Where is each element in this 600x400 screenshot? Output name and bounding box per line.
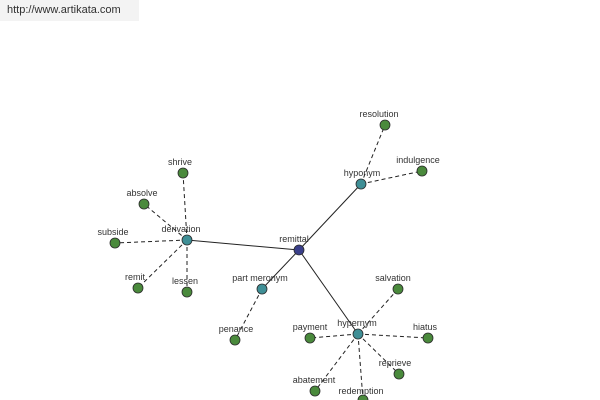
node-word-shrive[interactable] <box>177 167 189 179</box>
label-word-shrive: shrive <box>168 157 192 167</box>
label-relation-hypernym: hypernym <box>337 318 377 328</box>
node-relation-hyponym[interactable] <box>355 178 367 190</box>
node-word-subside[interactable] <box>109 237 121 249</box>
label-word-subside: subside <box>97 227 128 237</box>
label-relation-hyponym: hyponym <box>344 168 381 178</box>
edge-remittal-hyponym <box>298 183 362 251</box>
label-word-hiatus: hiatus <box>413 322 438 332</box>
node-center-remittal[interactable] <box>293 244 305 256</box>
edge-hypernym-hiatus <box>357 333 429 339</box>
source-url-label: http://www.artikata.com <box>0 0 139 21</box>
node-word-reprieve[interactable] <box>393 368 405 380</box>
label-word-absolve: absolve <box>126 188 157 198</box>
edge-remittal-derivation <box>186 239 300 251</box>
node-word-abatement[interactable] <box>309 385 321 397</box>
label-word-payment: payment <box>293 322 328 332</box>
label-word-reprieve: reprieve <box>379 358 412 368</box>
label-word-salvation: salvation <box>375 273 411 283</box>
label-word-abatement: abatement <box>293 375 336 385</box>
label-word-indulgence: indulgence <box>396 155 440 165</box>
node-word-resolution[interactable] <box>379 119 391 131</box>
edge-hypernym-reprieve <box>357 333 400 375</box>
edge-hypernym-payment <box>309 333 359 339</box>
label-center-remittal: remittal <box>279 234 309 244</box>
node-word-redemption[interactable] <box>357 394 369 400</box>
edge-derivation-absolve <box>143 203 188 241</box>
node-relation-hypernym[interactable] <box>352 328 364 340</box>
label-word-redemption: redemption <box>338 386 383 396</box>
node-word-payment[interactable] <box>304 332 316 344</box>
edge-hyponym-resolution <box>360 124 386 185</box>
edge-remittal-part-meronym <box>261 249 300 290</box>
node-word-indulgence[interactable] <box>416 165 428 177</box>
node-relation-part-meronym[interactable] <box>256 283 268 295</box>
label-word-lessen: lessen <box>172 276 198 286</box>
label-relation-part-meronym: part meronym <box>232 273 288 283</box>
labels-layer: remittal hyponym resolution indulgence deriv… <box>97 109 439 396</box>
label-word-remit: remit <box>125 272 145 282</box>
nodes-layer <box>109 119 434 400</box>
node-word-salvation[interactable] <box>392 283 404 295</box>
node-word-absolve[interactable] <box>138 198 150 210</box>
edge-derivation-remit <box>137 239 188 289</box>
edge-part-meronym-penance <box>234 288 263 341</box>
node-word-remit[interactable] <box>132 282 144 294</box>
node-word-hiatus[interactable] <box>422 332 434 344</box>
edge-hyponym-indulgence <box>360 170 423 185</box>
label-word-penance: penance <box>219 324 254 334</box>
edge-hypernym-abatement <box>314 333 359 392</box>
label-word-resolution: resolution <box>359 109 398 119</box>
edge-remittal-hypernym <box>298 249 359 335</box>
edge-derivation-subside <box>114 239 188 244</box>
node-relation-derivation[interactable] <box>181 234 193 246</box>
edges-layer <box>114 124 429 400</box>
edge-hypernym-salvation <box>357 288 399 335</box>
node-word-penance[interactable] <box>229 334 241 346</box>
label-relation-derivation: derivation <box>161 224 200 234</box>
node-word-lessen[interactable] <box>181 286 193 298</box>
